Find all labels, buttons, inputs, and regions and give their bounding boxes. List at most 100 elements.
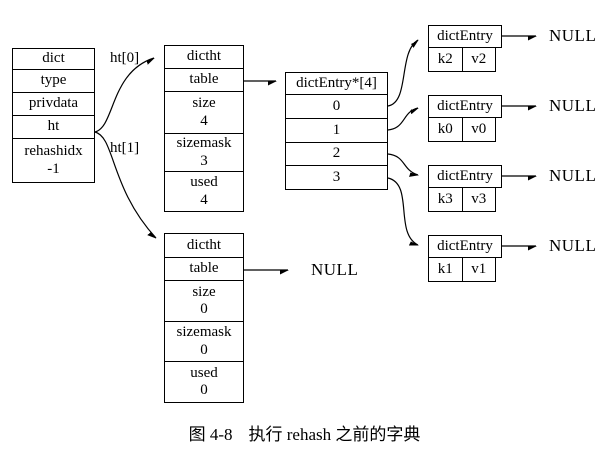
entry3-key: k1	[437, 260, 453, 277]
dictht1-used-cell: used 0	[164, 361, 244, 403]
rehashidx-label: rehashidx	[24, 143, 83, 160]
entry3-value-cell: v1	[461, 257, 496, 282]
entry-array-box: dictEntry*[4] 0 1 2 3	[285, 72, 388, 190]
dictht1-box: dictht table size 0 sizemask 0 used 0	[164, 233, 244, 403]
entry-array-title: dictEntry*[4]	[296, 74, 377, 91]
null-label-entry0: NULL	[549, 26, 597, 45]
entry1-key-cell: k0	[428, 117, 463, 142]
dict-privdata: privdata	[28, 95, 79, 112]
slot3-index: 3	[332, 168, 341, 185]
entry1-title-cell: dictEntry	[428, 95, 502, 118]
dictht1-title: dictht	[186, 236, 222, 253]
dictht0-used-cell: used 4	[164, 171, 244, 212]
entry3-key-cell: k1	[428, 257, 463, 282]
entry0-value: v2	[471, 50, 487, 67]
dict-type: type	[40, 72, 67, 89]
entry0-title: dictEntry	[437, 27, 493, 44]
dict-entry-box-2: dictEntry k3 v3	[428, 165, 502, 212]
dictht1-size-label: size	[192, 283, 216, 300]
entry3-title: dictEntry	[437, 237, 493, 254]
entry1-key: k0	[437, 120, 453, 137]
arrow-slot1-to-entry	[387, 108, 418, 131]
dictht0-size-value: 4	[200, 112, 208, 129]
entry-array-slot0: 0	[285, 94, 388, 119]
entry-array-slot3: 3	[285, 165, 388, 190]
entry-array-slot2: 2	[285, 142, 388, 166]
dictht1-title-cell: dictht	[164, 233, 244, 258]
dict-entry-box-3: dictEntry k1 v1	[428, 235, 502, 282]
figure-number: 图 4-8	[188, 425, 233, 444]
dictht0-table: table	[189, 71, 219, 88]
dictht1-sizemask-value: 0	[200, 341, 208, 358]
arrow-ht1	[94, 131, 156, 238]
entry0-key-cell: k2	[428, 47, 463, 72]
entry2-title: dictEntry	[437, 167, 493, 184]
dict-entry-box-1: dictEntry k0 v0	[428, 95, 502, 142]
null-label-entry3: NULL	[549, 236, 597, 255]
dictht1-sizemask-cell: sizemask 0	[164, 321, 244, 362]
entry1-value: v0	[471, 120, 487, 137]
entry2-value-cell: v3	[461, 187, 496, 212]
entry0-title-cell: dictEntry	[428, 25, 502, 48]
ht1-pointer-label: ht[1]	[110, 140, 140, 156]
dictht1-used-value: 0	[200, 382, 208, 398]
dictht0-sizemask-label: sizemask	[176, 135, 232, 152]
dictht1-table: table	[189, 260, 219, 277]
dictht1-table-cell: table	[164, 257, 244, 281]
entry0-key: k2	[437, 50, 453, 67]
arrow-slot3-to-entry	[387, 177, 418, 246]
dictht1-size-value: 0	[200, 301, 208, 317]
slot1-index: 1	[332, 121, 341, 138]
dict-title-cell: dict	[12, 48, 95, 70]
arrow-ht0	[94, 58, 154, 133]
figure-caption: 图 4-8 执行 rehash 之前的字典	[0, 420, 609, 445]
dictht0-used-value: 4	[200, 191, 208, 208]
null-label-entry2: NULL	[549, 166, 597, 185]
dictht0-sizemask-value: 3	[200, 152, 208, 169]
null-label-table1: NULL	[311, 260, 359, 279]
dict-type-cell: type	[12, 69, 95, 93]
ht0-pointer-label: ht[0]	[110, 50, 140, 66]
dictht1-sizemask-label: sizemask	[176, 324, 232, 341]
entry1-value-cell: v0	[461, 117, 496, 142]
dict-title: dict	[42, 50, 65, 67]
rehashidx-value: -1	[47, 160, 60, 177]
entry2-key-cell: k3	[428, 187, 463, 212]
entry0-value-cell: v2	[461, 47, 496, 72]
arrow-slot2-to-entry	[387, 153, 418, 175]
entry2-title-cell: dictEntry	[428, 165, 502, 188]
dict-ht: ht	[47, 118, 60, 135]
dict-entry-box-0: dictEntry k2 v2	[428, 25, 502, 72]
dict-privdata-cell: privdata	[12, 92, 95, 116]
dictht0-sizemask-cell: sizemask 3	[164, 133, 244, 172]
dict-ht-cell: ht	[12, 115, 95, 139]
entry3-title-cell: dictEntry	[428, 235, 502, 258]
dictht0-title: dictht	[186, 48, 222, 65]
entry1-title: dictEntry	[437, 97, 493, 114]
entry3-value: v1	[471, 260, 487, 277]
dict-box: dict type privdata ht rehashidx -1	[12, 48, 95, 183]
figure-title: 执行 rehash 之前的字典	[248, 425, 421, 444]
dictht0-box: dictht table size 4 sizemask 3 used 4	[164, 45, 244, 212]
entry2-key: k3	[437, 190, 453, 207]
dictht0-size-cell: size 4	[164, 91, 244, 134]
entry-array-title-cell: dictEntry*[4]	[285, 72, 388, 95]
entry2-value: v3	[471, 190, 487, 207]
entry-array-slot1: 1	[285, 118, 388, 143]
dict-rehashidx-cell: rehashidx -1	[12, 138, 95, 183]
arrow-slot0-to-entry	[387, 40, 418, 107]
entry1-kv-row: k0 v0	[428, 117, 496, 142]
dictht1-used-label: used	[190, 364, 218, 381]
entry2-kv-row: k3 v3	[428, 187, 496, 212]
slot2-index: 2	[332, 145, 341, 162]
dictht0-size-label: size	[192, 95, 216, 112]
null-label-entry1: NULL	[549, 96, 597, 115]
dictht0-table-cell: table	[164, 68, 244, 92]
dictht0-title-cell: dictht	[164, 45, 244, 69]
dictht0-used-label: used	[190, 174, 218, 191]
entry0-kv-row: k2 v2	[428, 47, 496, 72]
entry3-kv-row: k1 v1	[428, 257, 496, 282]
dictht1-size-cell: size 0	[164, 280, 244, 322]
